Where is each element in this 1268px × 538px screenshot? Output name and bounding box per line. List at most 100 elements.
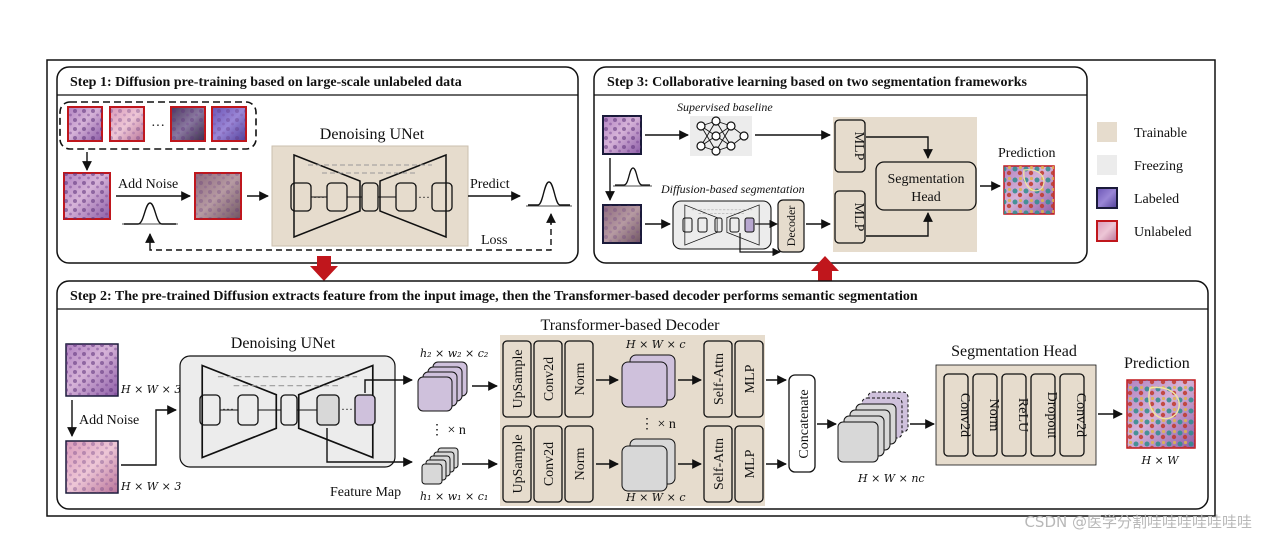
feature-stack-top — [417, 361, 468, 412]
step3-seg-head-label-1: Segmentation — [888, 172, 965, 187]
feature-top-dim: h₂ × w₂ × c₂ — [420, 347, 488, 360]
seg-head-layer-label: Conv2d — [1073, 393, 1088, 437]
self-attn-block-bottom — [703, 425, 733, 503]
step3-mlp-bottom — [834, 190, 866, 244]
step3-supervised-label: Supervised baseline — [677, 100, 773, 114]
seg-head-block — [935, 364, 1097, 466]
step1-to-step2-arrow — [310, 256, 338, 281]
feature-stack-bottom — [421, 447, 459, 485]
step3-panel: Step 3: Collaborative learning based on … — [593, 66, 1088, 264]
seg-head-layer-label: Conv2d — [957, 393, 972, 437]
svg-text:···: ··· — [341, 402, 353, 416]
upsample-block-top — [502, 340, 532, 418]
legend-freezing-label: Freezing — [1134, 159, 1183, 174]
mlp-label-top: MLP — [743, 364, 758, 393]
predicted-noise-icon — [528, 181, 570, 206]
svg-text:···: ··· — [222, 402, 234, 416]
thumb-ellipsis: ··· — [151, 119, 165, 134]
norm-label-top: Norm — [573, 363, 588, 396]
hwnc-dim: H × W × nc — [857, 472, 925, 485]
seg-head-layer-block — [943, 373, 969, 457]
norm-label-bottom: Norm — [573, 448, 588, 481]
conv2d-block-bottom — [533, 425, 563, 503]
step3-decoder-label: Decoder — [784, 206, 798, 247]
hwc-dim-top: H × W × c — [625, 338, 685, 351]
seg-head-layer-block — [1001, 373, 1027, 457]
step3-mlp-top — [834, 119, 866, 173]
step2-input-dim: H × W × 3 — [120, 383, 181, 396]
step2-add-noise-label: Add Noise — [79, 413, 139, 428]
upsample-block-bottom — [502, 425, 532, 503]
step3-seg-head-block — [875, 161, 977, 211]
seg-head-layer-label: Dropout — [1044, 392, 1059, 439]
step3-mlp-top-label: MLP — [851, 132, 866, 161]
step3-noise-icon — [615, 167, 650, 186]
conv2d-block-top — [533, 340, 563, 418]
norm-block-top — [564, 340, 594, 418]
feature-map-label: Feature Map — [330, 485, 401, 500]
step2-prediction-label: Prediction — [1124, 355, 1190, 372]
step3-trainable-region — [833, 117, 977, 252]
output-dim: H × W — [1140, 454, 1180, 467]
step1-add-noise-label: Add Noise — [118, 177, 178, 192]
concatenate-block — [788, 374, 816, 473]
step1-unet-block — [271, 145, 469, 247]
step2-to-step3-arrow — [811, 256, 839, 281]
self-attn-label-top: Self-Attn — [712, 353, 727, 405]
decoder-label: Transformer-based Decoder — [540, 317, 720, 334]
mlp-block-top — [734, 340, 764, 418]
self-attn-block-top — [703, 340, 733, 418]
legend: Trainable Freezing Labeled Unlabeled — [1096, 122, 1192, 242]
step2-unet-label: Denoising UNet — [231, 335, 336, 352]
norm-block-bottom — [564, 425, 594, 503]
legend-freezing-swatch — [1097, 155, 1117, 175]
mlp-block-bottom — [734, 425, 764, 503]
step3-title: Step 3: Collaborative learning based on … — [607, 75, 1028, 90]
legend-labeled-swatch — [1096, 187, 1118, 209]
seg-head-layer-block — [1059, 373, 1085, 457]
step1-unet-label: Denoising UNet — [320, 126, 425, 143]
step1-panel: Step 1: Diffusion pre-training based on … — [56, 66, 579, 264]
legend-unlabeled-label: Unlabeled — [1134, 225, 1192, 240]
repeat-n-mid: ⋮ × n — [640, 417, 676, 432]
legend-unlabeled-swatch — [1096, 220, 1118, 242]
legend-trainable-label: Trainable — [1134, 126, 1187, 141]
step2-panel: Step 2: The pre-trained Diffusion extrac… — [56, 280, 1209, 510]
step3-prediction-label: Prediction — [998, 146, 1056, 161]
repeat-n-left: ⋮ × n — [430, 423, 466, 438]
conv2d-label-top: Conv2d — [542, 357, 557, 401]
outer-frame — [46, 59, 1216, 517]
gaussian-noise-icon — [124, 202, 176, 225]
hwc-dim-bottom: H × W × c — [625, 491, 685, 504]
seg-head-layers: Conv2d Norm ReLU Dropout Conv2d — [943, 373, 1088, 457]
upsample-label-top: UpSample — [511, 349, 526, 408]
seg-head-layer-block — [972, 373, 998, 457]
unlabeled-dataset-group — [59, 101, 257, 150]
upsample-label-bottom: UpSample — [511, 434, 526, 493]
step2-title: Step 2: The pre-trained Diffusion extrac… — [70, 289, 918, 304]
step3-decoder-block — [777, 199, 805, 253]
step3-seg-head-label-2: Head — [911, 190, 941, 205]
feature-bottom-dim: h₁ × w₁ × c₁ — [420, 490, 488, 503]
legend-trainable-swatch — [1097, 122, 1117, 142]
conv2d-label-bottom: Conv2d — [542, 442, 557, 486]
svg-text:···: ··· — [418, 190, 430, 204]
seg-head-layer-label: ReLU — [1015, 398, 1030, 432]
legend-labeled-label: Labeled — [1134, 192, 1179, 207]
concat-feature-stack — [837, 391, 909, 463]
self-attn-label-bottom: Self-Attn — [712, 438, 727, 490]
step1-predict-label: Predict — [470, 177, 510, 192]
step1-loss-label: Loss — [481, 233, 507, 248]
step3-mlp-bottom-label: MLP — [851, 203, 866, 232]
step3-diffusion-seg-label: Diffusion-based segmentation — [660, 182, 805, 196]
seg-head-layer-block — [1030, 373, 1056, 457]
seg-head-layer-label: Norm — [986, 399, 1001, 432]
step1-title: Step 1: Diffusion pre-training based on … — [70, 75, 462, 90]
neural-network-icon — [690, 116, 752, 156]
step2-noisy-dim: H × W × 3 — [120, 480, 181, 493]
seg-head-title: Segmentation Head — [951, 343, 1077, 360]
concatenate-label: Concatenate — [797, 389, 812, 458]
mlp-label-bottom: MLP — [743, 449, 758, 478]
watermark: CSDN @医学分割哇哇哇哇哇哇哇 — [1024, 513, 1252, 531]
